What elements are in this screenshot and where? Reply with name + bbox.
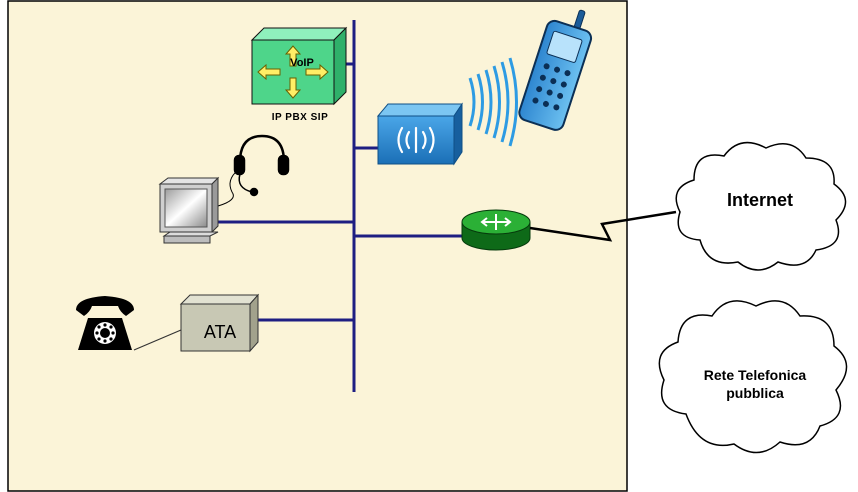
ata-label: ATA bbox=[203, 322, 237, 342]
pstn-label: Rete Telefonica pubblica bbox=[703, 367, 807, 401]
internet-cloud-icon bbox=[675, 141, 847, 271]
wan-link bbox=[529, 210, 677, 242]
ata-adapter-icon bbox=[179, 293, 260, 353]
pstn-cloud-icon bbox=[658, 300, 848, 454]
headset-icon bbox=[217, 134, 290, 207]
voip-switch-cube-icon bbox=[250, 26, 348, 106]
internet-label: Internet bbox=[726, 190, 793, 210]
pbx-label: IP PBX SIP bbox=[271, 112, 329, 123]
router-icon bbox=[461, 209, 531, 251]
phone-cable bbox=[133, 329, 182, 351]
pbx-icon-text: VoIP bbox=[290, 57, 314, 69]
wireless-phone-icon bbox=[518, 9, 593, 131]
monitor-icon bbox=[158, 176, 220, 244]
radio-waves bbox=[468, 57, 518, 147]
desk-telephone-icon bbox=[76, 296, 134, 350]
wireless-access-point-icon bbox=[376, 102, 463, 166]
